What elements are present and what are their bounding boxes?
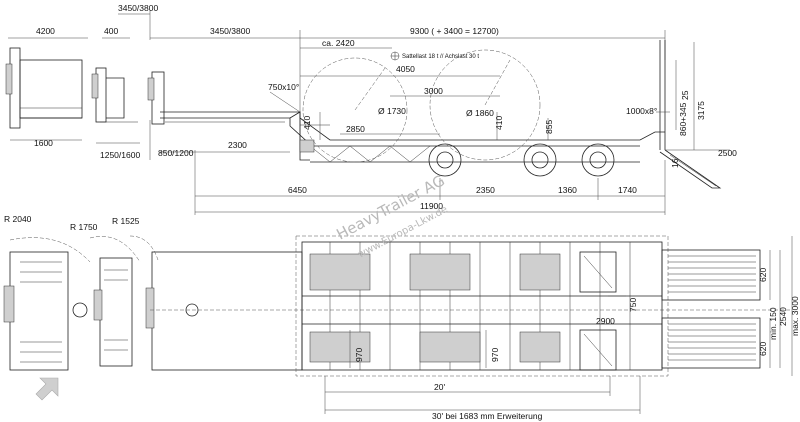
dim-410-b: 410 bbox=[494, 116, 504, 130]
dim-dia-1860: Ø 1860 bbox=[466, 108, 494, 118]
dim-400: 400 bbox=[104, 26, 118, 36]
dim-620-a: 620 bbox=[758, 268, 768, 282]
dim-3000: max. 3000 bbox=[790, 296, 800, 336]
dim-4050: 4050 bbox=[396, 64, 415, 74]
dim-3000: 3000 bbox=[424, 86, 443, 96]
radius-2040: R 2040 bbox=[4, 214, 32, 224]
radius-1750: R 1750 bbox=[70, 222, 98, 232]
dim-2500: 2500 bbox=[718, 148, 737, 158]
dim-1600: 1600 bbox=[34, 138, 53, 148]
dim-3450-3800: 3450/3800 bbox=[210, 26, 250, 36]
dim-3175: 3175 bbox=[696, 101, 706, 120]
dim-16: 16 bbox=[670, 158, 680, 168]
dim-slope: 750x10° bbox=[268, 82, 299, 92]
dim-9300: 9300 ( + 3400 = 12700) bbox=[410, 26, 499, 36]
dim-3450-3800-top: 3450/3800 bbox=[118, 3, 158, 13]
dim-2350: 2350 bbox=[476, 185, 495, 195]
dim-970-b: 970 bbox=[490, 348, 500, 362]
dim-4200: 4200 bbox=[36, 26, 55, 36]
load-note: Sattellast 18 t // Achslast 30 t bbox=[402, 54, 479, 60]
dim-620-b: 620 bbox=[758, 342, 768, 356]
dim-1740: 1740 bbox=[618, 185, 637, 195]
dim-11900: 11900 bbox=[420, 201, 443, 211]
dim-1360: 1360 bbox=[558, 185, 577, 195]
dim-ramp-angle: 1000x8° bbox=[626, 106, 657, 116]
dim-750: 750 bbox=[628, 298, 638, 312]
side-view bbox=[5, 10, 730, 215]
dim-30ft: 30' bei 1683 mm Erweiterung bbox=[432, 411, 543, 421]
dim-2540: 2540 bbox=[778, 307, 788, 326]
dim-6450: 6450 bbox=[288, 185, 307, 195]
radius-1525: R 1525 bbox=[112, 216, 140, 226]
dim-ca-2420: ca. 2420 bbox=[322, 38, 355, 48]
dim-850-1200: 850/1200 bbox=[158, 148, 194, 158]
top-view bbox=[3, 235, 793, 414]
dim-860-345: 860+345 bbox=[678, 102, 688, 136]
dim-dia-1730: Ø 1730 bbox=[378, 106, 406, 116]
dim-855: 855 bbox=[544, 120, 554, 134]
dim-1250-1600: 1250/1600 bbox=[100, 150, 140, 160]
dim-min-150: min. 150 bbox=[768, 307, 778, 340]
dim-2300: 2300 bbox=[228, 140, 247, 150]
dim-20ft: 20' bbox=[434, 382, 445, 392]
dim-410-a: 410 bbox=[302, 116, 312, 130]
dim-2850: 2850 bbox=[346, 124, 365, 134]
dim-970-a: 970 bbox=[354, 348, 364, 362]
dim-25: 25 bbox=[680, 90, 690, 100]
dim-2900: 2900 bbox=[596, 316, 615, 326]
logo-arrow-icon bbox=[35, 377, 59, 401]
